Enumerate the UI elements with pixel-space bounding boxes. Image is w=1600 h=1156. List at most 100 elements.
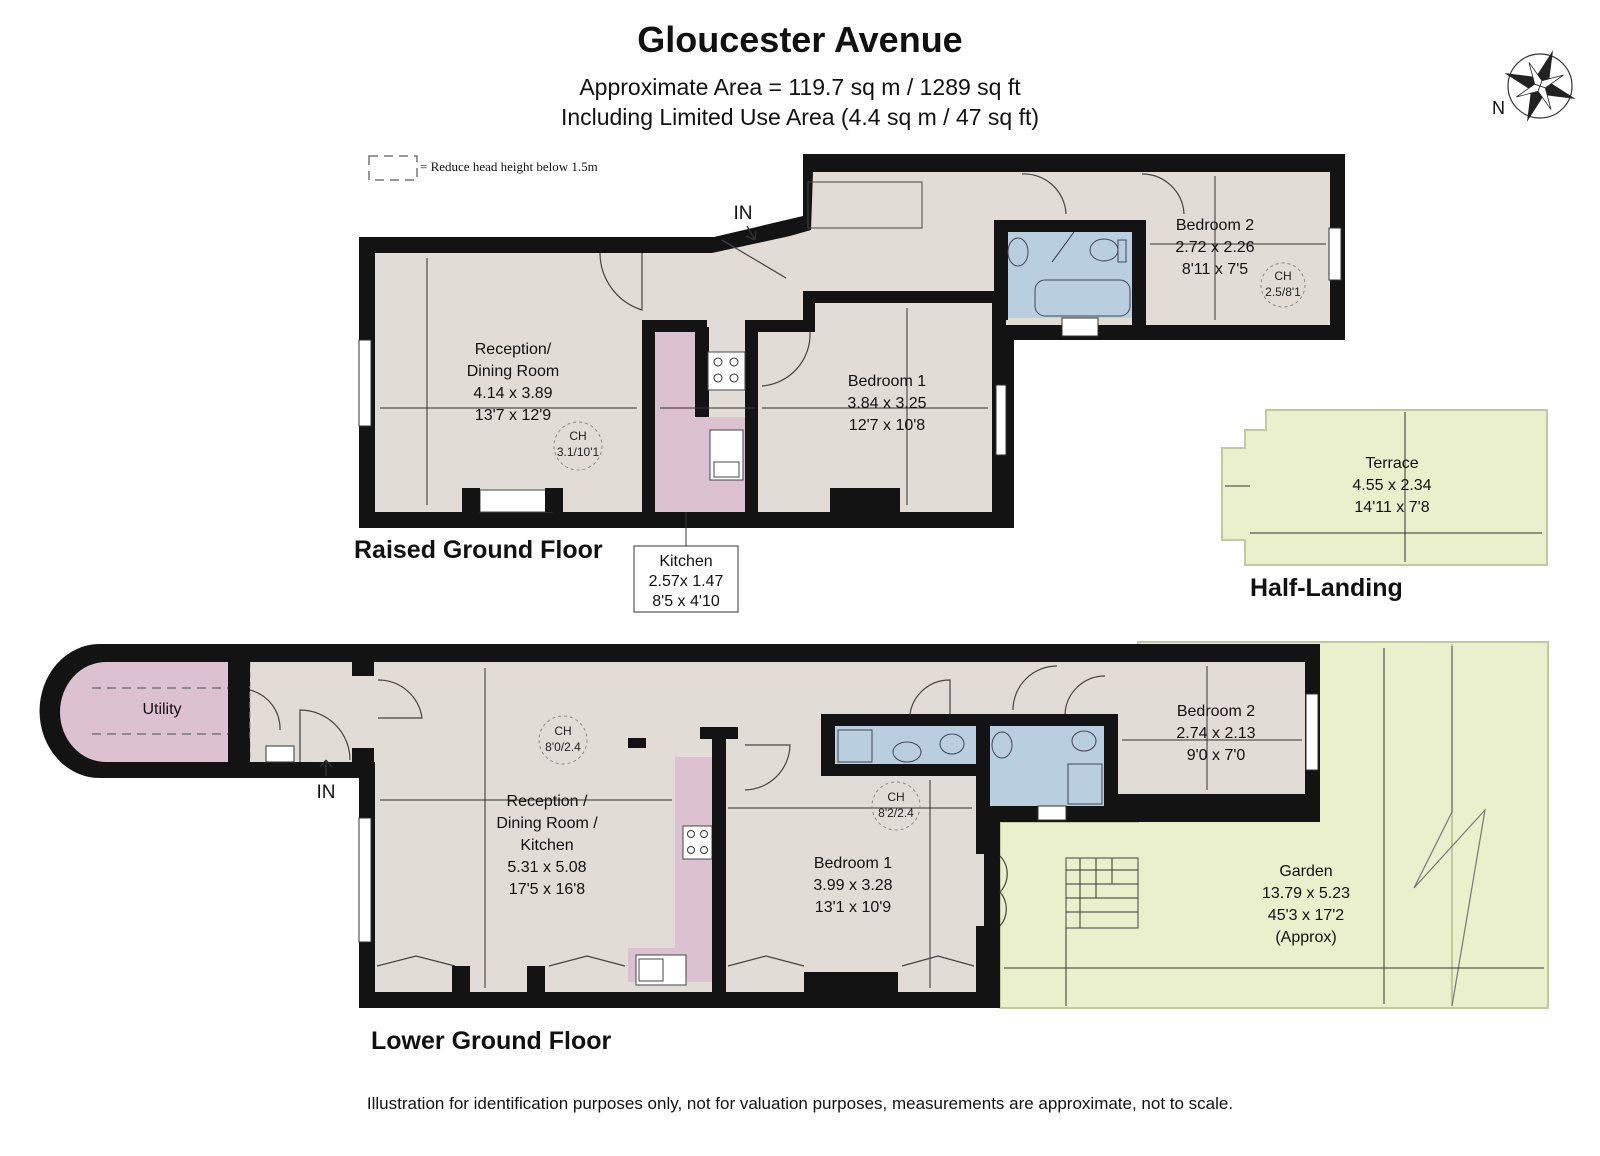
raised-bedroom2-ch-label: CH <box>1274 269 1291 283</box>
raised-reception-ch-value: 3.1/10'1 <box>557 445 600 459</box>
wall-kitchen-top <box>642 320 707 332</box>
ceiling-height-marker <box>538 715 588 765</box>
approximate-area: Approximate Area = 119.7 sq m / 1289 sq … <box>579 74 1021 100</box>
wardrobe-door <box>727 955 805 967</box>
hob-ring <box>729 357 739 367</box>
toilet-cistern-icon <box>1117 239 1127 263</box>
utility-name: Utility <box>142 701 181 718</box>
ceiling-height-marker <box>1260 262 1306 308</box>
raised-bedroom1-metric: 3.84 x 3.25 <box>847 395 926 412</box>
garden-name: Garden <box>1279 863 1332 880</box>
chimney-breast-bed1 <box>830 488 900 512</box>
lower-reception-name1: Reception / <box>507 793 588 810</box>
lower-kitchen-units <box>628 757 712 982</box>
window-lower-bedroom2 <box>1305 693 1319 771</box>
door-lower-bed1 <box>744 744 791 791</box>
wall-bed2-bottom <box>1104 794 1320 822</box>
shower-icon <box>1067 763 1103 805</box>
disclaimer: Illustration for identification purposes… <box>367 1094 1233 1113</box>
wardrobe-door <box>548 955 626 967</box>
wall-stub <box>700 727 738 739</box>
kitchen-imperial: 8'5 x 4'10 <box>652 593 720 610</box>
door-lower-entrance <box>299 709 351 762</box>
window-lobby <box>265 745 295 763</box>
hob-ring <box>713 357 723 367</box>
wall-utility-bottom <box>228 738 250 764</box>
chimney-breast-right <box>545 488 563 512</box>
door-bedroom1 <box>761 331 811 387</box>
lower-bedroom2-name: Bedroom 2 <box>1177 703 1255 720</box>
sink-bowl <box>638 958 664 982</box>
lower-bedroom1-ch-label: CH <box>887 790 904 804</box>
kitchen-name: Kitchen <box>659 553 712 570</box>
wall-bath2-top <box>976 714 1116 726</box>
window-lower-reception <box>358 817 372 943</box>
chimney-breast-lower <box>452 966 470 992</box>
raised-reception-imperial: 13'7 x 12'9 <box>475 407 551 424</box>
terrace-area <box>1221 409 1548 566</box>
hob-ring <box>700 830 708 838</box>
lower-hob-icon <box>682 825 713 860</box>
pillar <box>628 738 646 748</box>
fireplace <box>479 489 553 513</box>
lower-bedroom2-imperial: 9'0 x 7'0 <box>1187 747 1246 764</box>
compass-north-label: N <box>1492 98 1505 118</box>
lower-reception-metric: 5.31 x 5.08 <box>507 859 586 876</box>
page-title: Gloucester Avenue <box>637 19 962 60</box>
terrace-metric: 4.55 x 2.34 <box>1352 477 1431 494</box>
raised-bedroom2-imperial: 8'11 x 7'5 <box>1182 261 1248 278</box>
lower-bedroom2-metric: 2.74 x 2.13 <box>1176 725 1255 742</box>
wall-bed1-right-lower-2 <box>976 926 1000 1008</box>
hob-ring <box>729 373 739 383</box>
door-ensuite-1 <box>909 679 951 715</box>
toilet-icon <box>939 733 965 755</box>
lower-ensuite-1 <box>835 726 976 764</box>
garden-metric: 13.79 x 5.23 <box>1262 885 1350 902</box>
door-hall <box>1021 173 1067 215</box>
lower-reception-name3: Kitchen <box>520 837 573 854</box>
hob-icon <box>707 351 746 391</box>
raised-bathroom <box>1008 232 1132 318</box>
door-entrance <box>721 239 787 279</box>
kitchen-metric: 2.57x 1.47 <box>649 573 724 590</box>
raised-bedroom2-ch-value: 2.5/8'1 <box>1265 285 1301 299</box>
basin-icon <box>1007 237 1029 267</box>
lower-reception-ch-value: 8'0/2.4 <box>545 740 581 754</box>
wall-bath-right <box>1132 220 1146 330</box>
sink-bowl <box>713 461 740 478</box>
terrace-imperial: 14'11 x 7'8 <box>1354 499 1429 516</box>
raised-ground-floor: Kitchen 2.57x 1.47 8'5 x 4'10 Reception/… <box>358 154 1345 613</box>
lower-reception-name2: Dining Room / <box>496 815 598 832</box>
wall-bath2-right <box>1104 714 1118 806</box>
limited-use-area: Including Limited Use Area (4.4 sq m / 4… <box>561 104 1039 130</box>
lower-bedroom1-metric: 3.99 x 3.28 <box>813 877 892 894</box>
wardrobe-door <box>376 955 456 967</box>
wardrobe-door <box>901 955 975 967</box>
door-ensuite-2 <box>1012 665 1058 711</box>
window-bedroom1 <box>995 384 1007 456</box>
wall-ensuite-top <box>821 714 999 726</box>
lower-bedroom1-ch-value: 8'2/2.4 <box>878 806 914 820</box>
raised-entrance-label: IN <box>734 203 753 224</box>
lower-utility <box>60 662 228 762</box>
door-utility <box>249 689 281 731</box>
lower-sink-icon <box>635 954 687 986</box>
raised-reception-ch-label: CH <box>569 429 586 443</box>
raised-bedroom1-name: Bedroom 1 <box>848 373 926 390</box>
sink-icon <box>709 429 744 481</box>
wall-lobby-top <box>352 662 374 676</box>
raised-bedroom2-metric: 2.72 x 2.26 <box>1175 239 1254 256</box>
lower-entrance-label: IN <box>317 782 336 803</box>
door-bedroom2 <box>1141 173 1185 215</box>
wall-reception-bed1 <box>712 738 726 992</box>
chimney-breast-left <box>462 488 480 512</box>
wall-kitchen-right <box>694 327 709 417</box>
bathtub-icon <box>1034 279 1131 317</box>
lower-reception-ch-label: CH <box>554 724 571 738</box>
terrace-name: Terrace <box>1365 455 1418 472</box>
lower-ensuite-2 <box>990 726 1104 806</box>
wall-bed1-right-lower <box>976 714 990 854</box>
basin-icon <box>892 741 922 763</box>
door-reception-lower <box>377 679 423 719</box>
